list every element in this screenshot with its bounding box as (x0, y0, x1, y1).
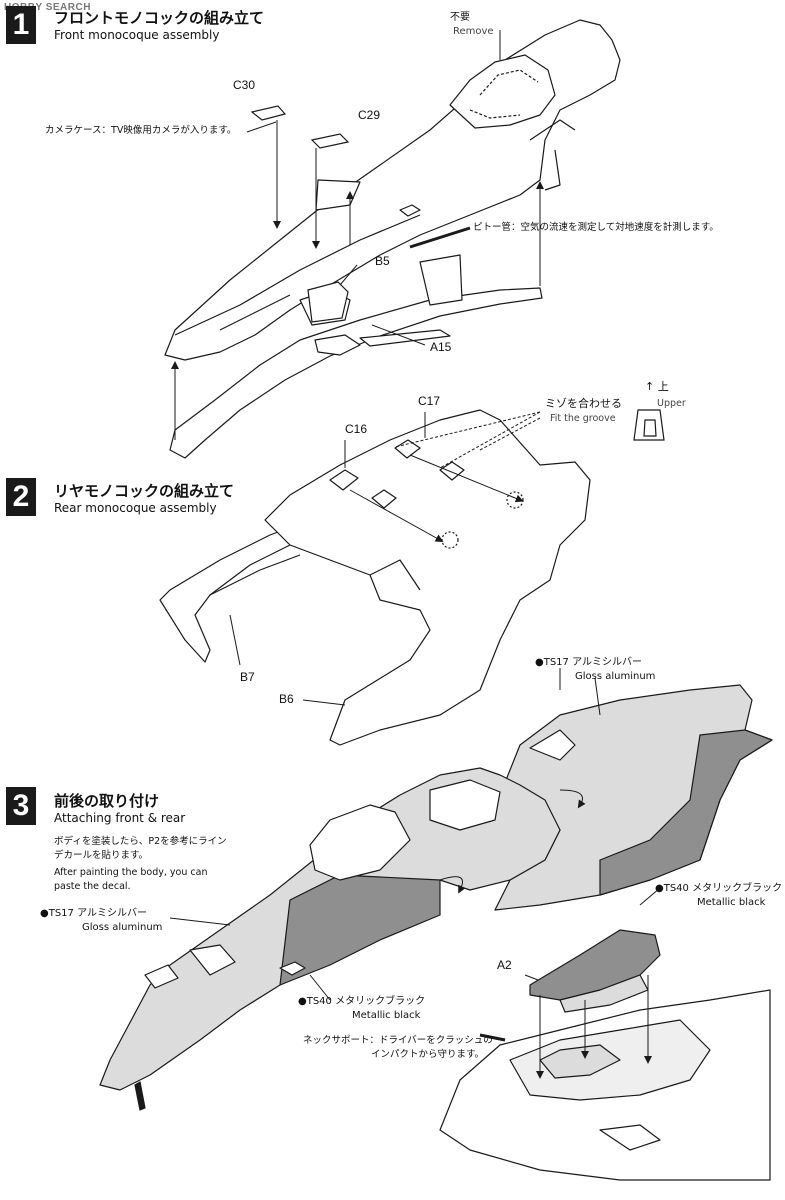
part-label-b5: B5 (375, 254, 390, 268)
step-1-number: 1 (6, 6, 36, 44)
upper-label-ja: ↑ 上 (645, 380, 669, 393)
remove-label-en: Remove (453, 26, 494, 37)
part-b5-shape (307, 281, 349, 323)
part-label-c29: C29 (358, 108, 381, 122)
part-label-c17: C17 (418, 394, 441, 408)
step-2-title-en: Rear monocoque assembly (54, 501, 217, 515)
neck-support-note-line-2: インパクトから守ります。 (371, 1049, 485, 1060)
part-label-c30: C30 (233, 78, 256, 92)
decal-note-ja-line-2: デカールを貼ります。 (54, 850, 149, 861)
step-3-number: 3 (6, 787, 36, 825)
part-label-a15: A15 (430, 340, 452, 354)
paint-ts40-right-ja: ●TS40 メタリックブラック (655, 883, 783, 894)
decal-note-ja-line-1: ボディを塗装したら、P2を参考にライン (54, 836, 227, 847)
fit-groove-note-ja: ミゾを合わせる (545, 397, 622, 410)
part-label-c16: C16 (345, 422, 368, 436)
paint-ts40-mid-en: Metallic black (352, 1010, 421, 1021)
step-2-number: 2 (6, 478, 36, 516)
step-3-title-en: Attaching front & rear (54, 811, 186, 825)
paint-ts17-top-en: Gloss aluminum (575, 671, 656, 682)
pitot-tube-note: ピトー管：空気の流速を測定して対地速度を計測します。 (473, 222, 719, 233)
part-c30-shape (250, 105, 287, 121)
rear-monocoque-drawing (159, 409, 591, 746)
paint-ts17-top-ja: ●TS17 アルミシルバー (535, 657, 642, 668)
upper-label-en: Upper (657, 398, 686, 409)
remove-label-ja: 不要 (450, 12, 470, 23)
fit-groove-note-en: Fit the groove (550, 413, 616, 424)
neck-support-note-line-1: ネックサポート：ドライバーをクラッシュの (303, 1035, 493, 1046)
paint-ts40-right-en: Metallic black (697, 897, 766, 908)
step-1-title-en: Front monocoque assembly (54, 28, 220, 42)
part-label-b6: B6 (279, 692, 294, 706)
step-1-title-ja: フロントモノコックの組み立て (54, 9, 265, 27)
paint-ts40-mid-ja: ●TS40 メタリックブラック (298, 996, 426, 1007)
decal-note-en-line-1: After painting the body, you can (54, 867, 208, 878)
step-2-title-ja: リヤモノコックの組み立て (54, 482, 235, 500)
step-3-title-ja: 前後の取り付け (54, 792, 160, 810)
paint-ts17-left-ja: ●TS17 アルミシルバー (40, 908, 147, 919)
front-section-drawing (99, 767, 561, 1111)
part-label-a2: A2 (497, 958, 512, 972)
paint-ts17-left-en: Gloss aluminum (82, 922, 163, 933)
camera-case-note: カメラケース：TV映像用カメラが入ります。 (45, 125, 237, 136)
neck-support-detail-drawing (439, 929, 771, 1181)
part-c29-shape (310, 133, 350, 149)
rear-section-drawing (494, 684, 773, 911)
decal-note-en-line-2: paste the decal. (54, 881, 131, 892)
part-label-b7: B7 (240, 670, 255, 684)
groove-detail-icon (633, 409, 665, 441)
watermark-text: HOBBY SEARCH (4, 2, 91, 13)
